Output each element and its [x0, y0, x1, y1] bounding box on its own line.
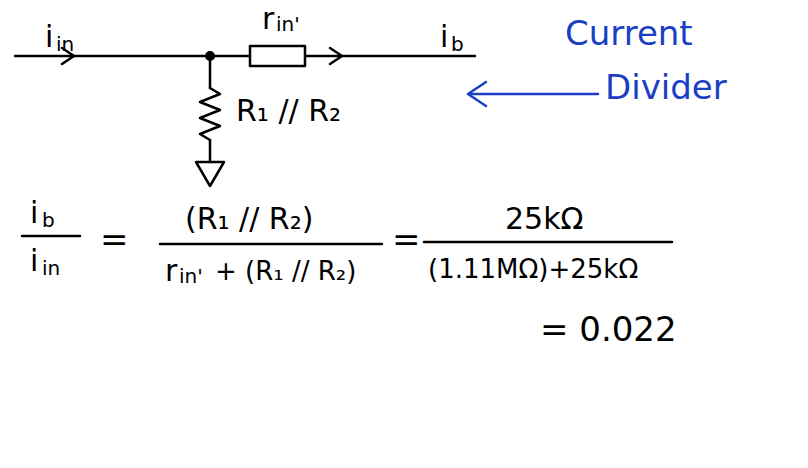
resistance-symbol: r	[262, 4, 274, 34]
expression: (R₁ // R₂)	[185, 204, 313, 234]
current-symbol: i	[30, 198, 38, 228]
subscript: b	[451, 34, 464, 54]
resistor-symbol	[200, 88, 220, 140]
ground-symbol	[196, 162, 224, 186]
current-symbol: i	[30, 246, 38, 276]
subscript: in'	[276, 14, 300, 34]
current-arrow	[330, 48, 342, 64]
subscript: b	[42, 210, 55, 230]
expression: + (R₁ // R₂)	[215, 258, 356, 284]
result: = 0.022	[540, 312, 677, 346]
subscript: in	[42, 258, 60, 278]
fraction-bar	[424, 241, 672, 244]
value: 25kΩ	[505, 204, 583, 234]
current-symbol: i	[440, 22, 448, 52]
fraction-bar	[22, 235, 80, 238]
value: (1.11MΩ)+25kΩ	[428, 256, 638, 282]
subscript: in	[56, 34, 74, 54]
resistor-symbol	[250, 46, 305, 66]
resistance-symbol: r	[165, 256, 177, 286]
equals-sign: =	[392, 222, 421, 256]
annotation: Divider	[605, 70, 727, 104]
current-symbol: i	[45, 22, 53, 52]
pointer-arrow	[468, 82, 486, 106]
annotation: Current	[565, 16, 693, 50]
subscript: in'	[179, 266, 203, 286]
junction-dot	[205, 51, 215, 61]
equals-sign: =	[100, 222, 129, 256]
fraction-bar	[160, 243, 382, 246]
wire	[305, 55, 475, 58]
wire	[209, 140, 212, 162]
pointer-arrow	[470, 93, 598, 96]
component-label: R₁ // R₂	[236, 96, 341, 126]
